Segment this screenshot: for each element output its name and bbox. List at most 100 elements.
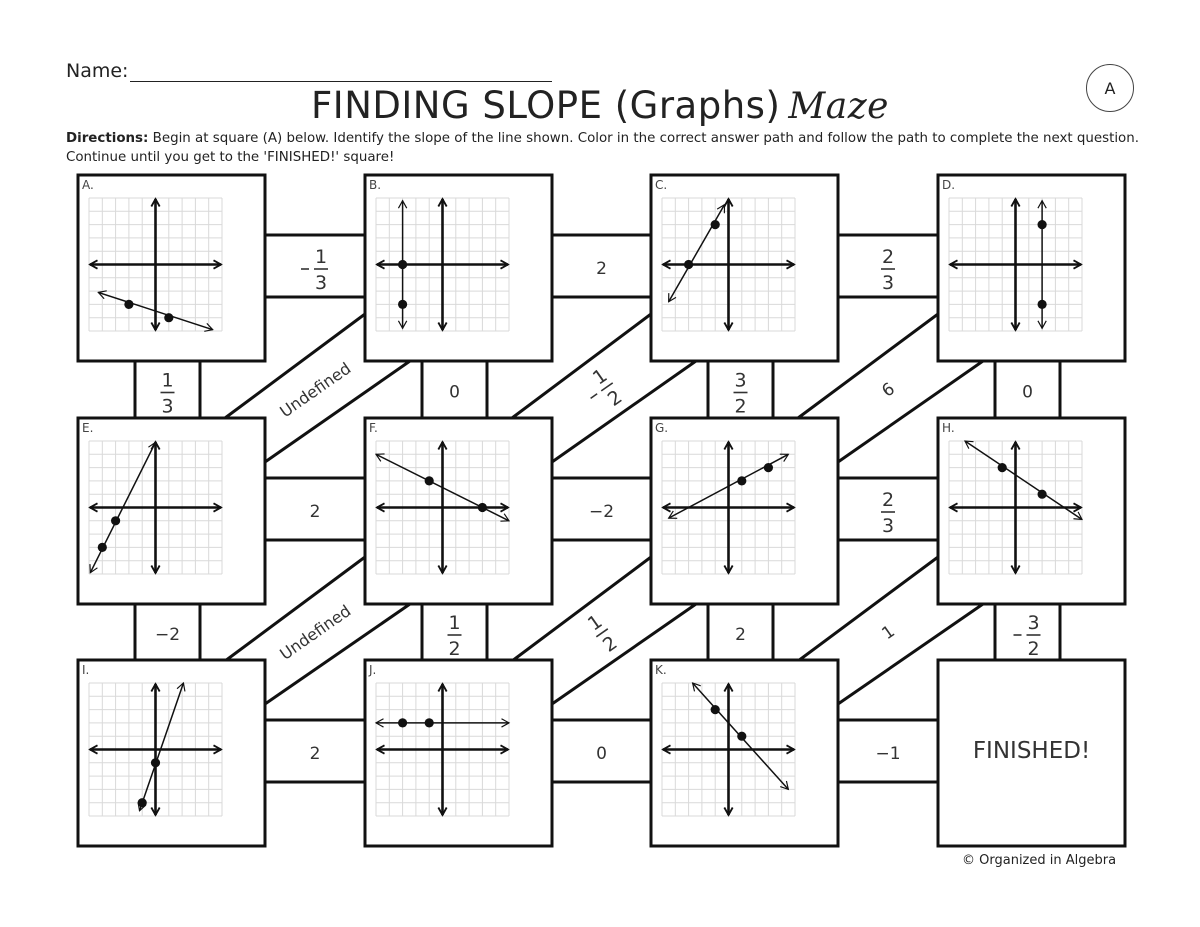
path-horizontal[interactable]: −2 [552, 476, 651, 542]
path-answer-label[interactable]: Undefined [276, 359, 354, 422]
path-horizontal[interactable]: 0 [552, 718, 651, 784]
path-answer-label[interactable]: Undefined [276, 601, 354, 664]
path-vertical[interactable]: 12 [420, 604, 489, 660]
directions-text: Begin at square (A) below. Identify the … [66, 131, 1139, 165]
name-label: Name: [66, 60, 129, 82]
path-answer-label[interactable]: 13 [301, 246, 328, 294]
path-answer-label[interactable]: 12 [583, 610, 622, 657]
path-horizontal[interactable]: 2 [265, 476, 365, 542]
svg-text:2: 2 [882, 246, 894, 268]
path-answer-label[interactable]: 2 [310, 744, 321, 764]
question-square-A[interactable]: A. [76, 173, 267, 363]
path-answer-label[interactable]: 32 [733, 370, 748, 418]
page-title: FINDING SLOPE (Graphs)Maze [0, 84, 1200, 127]
svg-text:2: 2 [735, 625, 746, 645]
square-label: I. [82, 663, 89, 677]
path-answer-label[interactable]: 6 [878, 379, 898, 402]
path-answer-label[interactable]: −2 [155, 625, 180, 645]
svg-text:−1: −1 [875, 744, 900, 764]
svg-text:1: 1 [161, 370, 173, 392]
plotted-point [997, 463, 1007, 473]
path-answer-label[interactable]: 0 [449, 383, 460, 403]
path-answer-label[interactable]: 2 [596, 259, 607, 279]
path-horizontal[interactable]: 2 [265, 718, 365, 784]
square-label: G. [655, 421, 668, 435]
path-answer-label[interactable]: 12 [447, 612, 462, 660]
svg-text:1: 1 [448, 612, 460, 634]
svg-text:2: 2 [734, 396, 746, 418]
square-label: E. [82, 421, 93, 435]
finished-label: FINISHED! [973, 738, 1090, 764]
path-answer-label[interactable]: 2 [310, 502, 321, 522]
plotted-point [763, 463, 774, 473]
svg-text:3: 3 [1027, 612, 1039, 634]
question-square-D[interactable]: D. [936, 173, 1127, 363]
plotted-point [124, 299, 134, 309]
graphed-line [137, 681, 186, 812]
svg-text:3: 3 [161, 396, 173, 418]
plotted-point [398, 299, 408, 309]
path-answer-label[interactable]: 2 [735, 625, 746, 645]
path-vertical[interactable]: −2 [133, 604, 202, 660]
question-square-K[interactable]: K. [649, 658, 840, 848]
question-square-E[interactable]: E. [76, 416, 267, 606]
path-answer-label[interactable]: 0 [596, 744, 607, 764]
path-horizontal[interactable]: 2 [552, 233, 651, 299]
path-vertical[interactable]: 2 [706, 604, 775, 660]
path-vertical[interactable]: 32 [993, 604, 1062, 660]
path-vertical[interactable]: 0 [420, 361, 489, 418]
directions: Directions: Begin at square (A) below. I… [66, 129, 1146, 167]
plotted-point [424, 476, 434, 486]
svg-text:0: 0 [1022, 383, 1033, 403]
path-vertical[interactable]: 13 [133, 361, 202, 418]
plotted-point [424, 718, 434, 728]
svg-text:−2: −2 [155, 625, 180, 645]
path-answer-label[interactable]: 1 [878, 622, 898, 645]
path-answer-label[interactable]: 0 [1022, 383, 1033, 403]
question-square-H[interactable]: H. [936, 416, 1127, 606]
graphed-line [963, 440, 1083, 521]
plotted-point [684, 259, 694, 270]
square-label: J. [368, 663, 376, 677]
svg-text:−2: −2 [589, 502, 614, 522]
version-badge: A [1086, 64, 1134, 112]
name-input-line[interactable] [130, 81, 552, 82]
square-label: C. [655, 178, 667, 192]
svg-text:2: 2 [310, 502, 321, 522]
plotted-point [111, 516, 121, 526]
path-horizontal[interactable]: 23 [838, 233, 938, 299]
svg-text:2: 2 [596, 259, 607, 279]
svg-text:3: 3 [882, 515, 894, 537]
square-label: D. [942, 178, 955, 192]
path-answer-label[interactable]: −1 [875, 744, 900, 764]
plotted-point [398, 259, 408, 270]
path-answer-label[interactable]: 32 [1013, 612, 1041, 660]
finished-square[interactable]: FINISHED! [936, 658, 1127, 848]
question-square-J[interactable]: J. [363, 658, 554, 848]
question-square-F[interactable]: F. [363, 416, 554, 606]
path-horizontal[interactable]: −1 [838, 718, 938, 784]
svg-text:0: 0 [449, 383, 460, 403]
path-answer-label[interactable]: 12 [577, 364, 627, 419]
path-horizontal[interactable]: 23 [838, 476, 938, 542]
svg-text:1: 1 [878, 622, 898, 645]
plotted-point [1037, 299, 1047, 309]
question-square-G[interactable]: G. [649, 416, 840, 606]
path-answer-label[interactable]: 13 [160, 370, 175, 418]
path-vertical[interactable]: 0 [993, 361, 1062, 418]
square-label: A. [82, 178, 94, 192]
question-square-I[interactable]: I. [76, 658, 267, 848]
question-square-B[interactable]: B. [363, 173, 554, 363]
path-horizontal[interactable]: 13 [265, 233, 365, 299]
question-square-C[interactable]: C. [649, 173, 840, 363]
square-label: K. [655, 663, 667, 677]
plotted-point [1037, 489, 1047, 499]
path-answer-label[interactable]: −2 [589, 502, 614, 522]
plotted-point [137, 798, 147, 808]
path-answer-label[interactable]: 23 [881, 246, 895, 294]
svg-text:Undefined: Undefined [276, 359, 354, 422]
path-vertical[interactable]: 32 [706, 361, 775, 418]
path-answer-label[interactable]: 23 [881, 489, 895, 537]
